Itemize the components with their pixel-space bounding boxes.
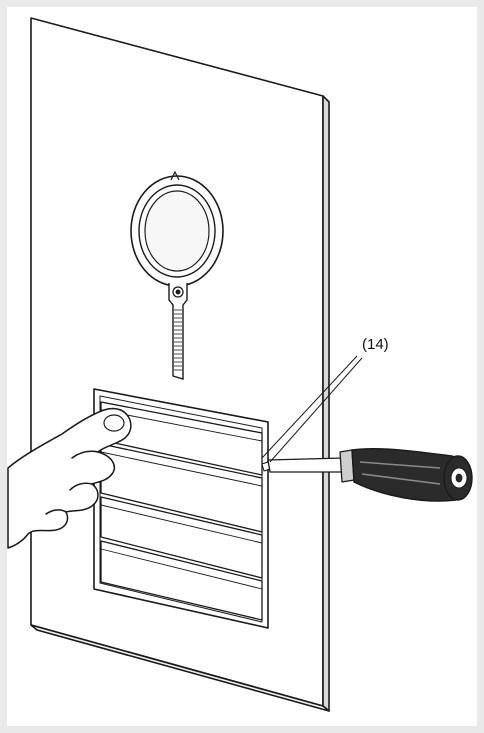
camera-stem-ribs: [174, 309, 182, 371]
camera-lens: [144, 190, 210, 272]
hand: [7, 407, 132, 549]
camera-module: [130, 170, 224, 380]
thumb-nail: [103, 414, 125, 432]
camera-notch: [170, 170, 180, 181]
callout-label-14: (14): [362, 336, 389, 353]
label-strip-4: [100, 540, 263, 621]
callout-leader: [261, 355, 363, 463]
screwdriver: [261, 448, 473, 502]
label-strip-3: [100, 496, 263, 579]
camera-stem: [168, 283, 188, 380]
name-plate-frame: [93, 388, 269, 629]
